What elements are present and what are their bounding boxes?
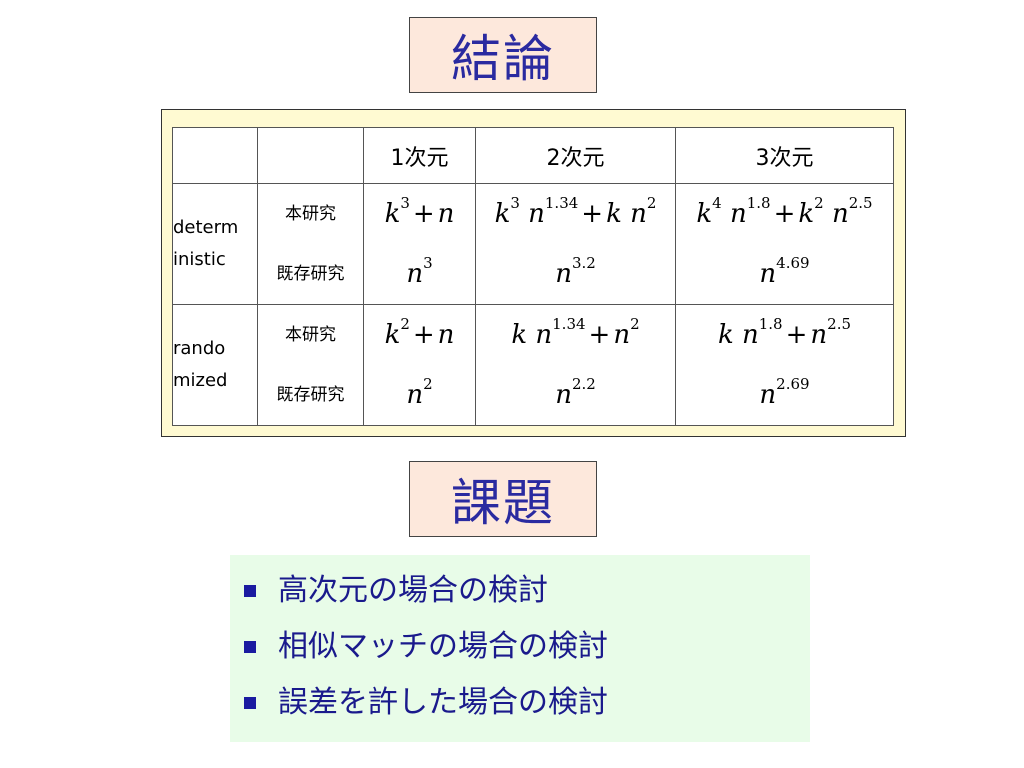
header-cell-empty-1 [172,127,258,184]
source-existing: 既存研究 [276,385,345,405]
group-label-randomized: rando mized [172,304,258,426]
cell-rand-3d: k n1.8+n2.5 n2.69 [675,304,894,426]
table-header-row: 1次元 2次元 3次元 [172,127,894,184]
header-cell-empty-2 [257,127,364,184]
source-this-work: 本研究 [285,204,336,224]
formula: k3 n1.34+k n2 [494,194,657,229]
list-item: 高次元の場合の検討 [242,563,810,619]
table-row-randomized: rando mized 本研究 既存研究 k2+n n2 k n1.34+n2 … [172,304,894,426]
source-cell: 本研究 既存研究 [257,304,364,426]
conclusion-title: 結論 [409,17,597,93]
formula: k3+n [384,194,455,229]
header-3d: 3次元 [675,127,894,184]
table-row-deterministic: determ inistic 本研究 既存研究 k3+n n3 k3 n1.34… [172,183,894,305]
group-label-line: inistic [173,249,226,270]
formula: k n1.34+n2 [511,315,640,350]
formula: k2+n [384,315,455,350]
issue-text: 高次元の場合の検討 [278,573,548,608]
group-label-line: mized [173,370,228,391]
cell-det-3d: k4 n1.8+k2 n2.5 n4.69 [675,183,894,305]
source-this-work: 本研究 [285,325,336,345]
list-item: 相似マッチの場合の検討 [242,619,810,675]
formula: n3 [406,254,433,289]
issue-text: 相似マッチの場合の検討 [278,629,608,664]
source-cell: 本研究 既存研究 [257,183,364,305]
header-1d: 1次元 [363,127,476,184]
cell-det-1d: k3+n n3 [363,183,476,305]
square-bullet-icon [244,641,256,653]
square-bullet-icon [244,697,256,709]
formula: n4.69 [759,254,810,289]
source-existing: 既存研究 [276,264,345,284]
cell-rand-1d: k2+n n2 [363,304,476,426]
group-label-deterministic: determ inistic [172,183,258,305]
formula: n3.2 [555,254,596,289]
formula: k4 n1.8+k2 n2.5 [696,194,873,229]
group-label-line: determ [173,217,239,238]
formula: n2.2 [555,375,596,410]
header-2d: 2次元 [475,127,676,184]
results-table: 1次元 2次元 3次元 determ inistic 本研究 既存研究 k3+n… [172,127,894,426]
group-label-line: rando [173,338,226,359]
formula: n2 [406,375,433,410]
issue-text: 誤差を許した場合の検討 [278,685,608,720]
square-bullet-icon [244,585,256,597]
formula: k n1.8+n2.5 [717,315,852,350]
list-item: 誤差を許した場合の検討 [242,675,810,731]
issues-list: 高次元の場合の検討 相似マッチの場合の検討 誤差を許した場合の検討 [230,555,810,731]
formula: n2.69 [759,375,810,410]
cell-rand-2d: k n1.34+n2 n2.2 [475,304,676,426]
issues-title: 課題 [409,461,597,537]
cell-det-2d: k3 n1.34+k n2 n3.2 [475,183,676,305]
issues-box: 高次元の場合の検討 相似マッチの場合の検討 誤差を許した場合の検討 [230,555,810,742]
